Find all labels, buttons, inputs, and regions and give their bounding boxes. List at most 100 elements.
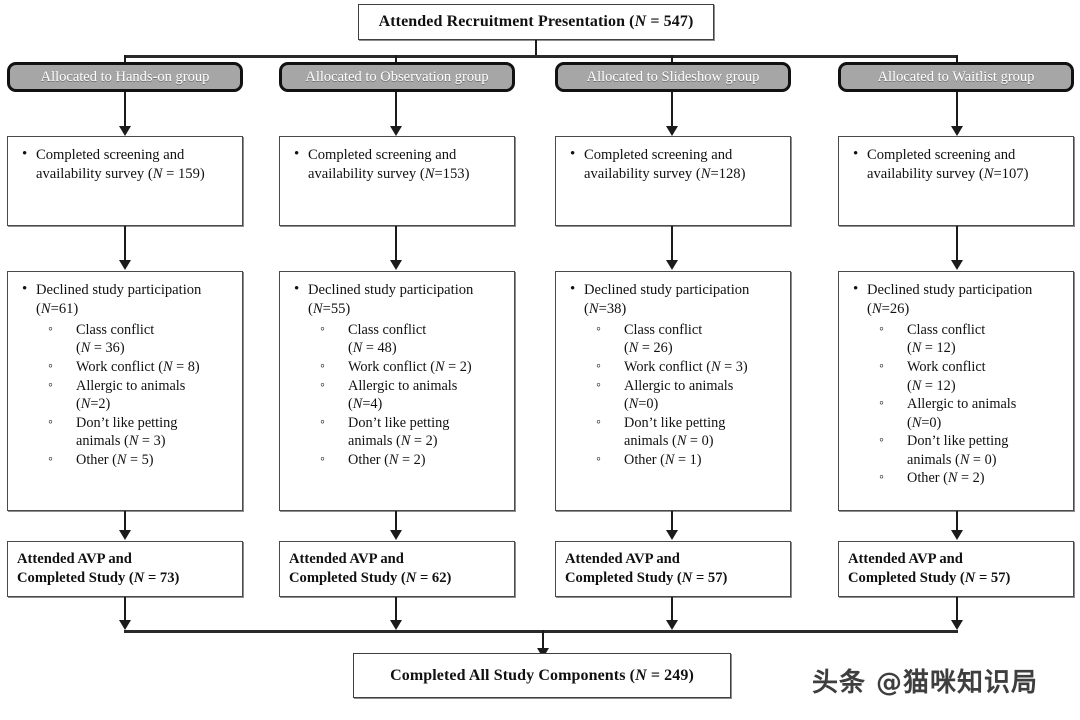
arrow-line-col1-to-collector (124, 597, 126, 623)
list-item: Completed screening and availability sur… (20, 145, 232, 185)
node-completed-slideshow: Attended AVP and Completed Study (N = 57… (555, 541, 791, 597)
connector-drop-col1 (124, 55, 126, 63)
arrow-head-col2-to-completed (390, 530, 402, 540)
arrow-head-col1-to-declined (119, 260, 131, 270)
arrow-head-col1-to-screening (119, 126, 131, 136)
list-item: Declined study participation (N=61) (20, 280, 232, 320)
reason-item: Other (N = 2) (320, 451, 504, 470)
reason-text: Other (N = 2) (348, 451, 426, 468)
node-completed-waitlist: Attended AVP and Completed Study (N = 57… (838, 541, 1074, 597)
arrow-line-col3-to-completed (671, 511, 673, 535)
arrow-head-col2-to-screening (390, 126, 402, 136)
completed-text: Attended AVP and Completed Study (N = 57… (839, 542, 1073, 589)
node-declined-observation: Declined study participation (N=55) Clas… (279, 271, 515, 511)
reason-count: (N=2) (76, 396, 111, 413)
completed-line-1: Attended AVP and (289, 551, 404, 567)
group-header-hands-on: Allocated to Hands-on group (7, 62, 243, 92)
connector-title-stem (535, 40, 537, 56)
arrow-head-col3-to-screening (666, 126, 678, 136)
arrow-line-col2-to-declined (395, 226, 397, 264)
watermark-text: 头条 @猫咪知识局 (812, 668, 1039, 698)
bullet-list: Declined study participation (N=38) Clas… (556, 272, 790, 475)
node-screening-observation: Completed screening and availability sur… (279, 136, 515, 226)
node-declined-waitlist: Declined study participation (N=26) Clas… (838, 271, 1074, 511)
reason-count: animals (N = 0) (907, 451, 997, 468)
declined-line-1: Declined study participation (867, 282, 1033, 298)
reason-item: Class conflict (N = 36) (48, 321, 232, 358)
bullet-list: Completed screening and availability sur… (280, 137, 514, 192)
arrow-line-col3-to-declined (671, 226, 673, 264)
arrow-head-col4-to-collector (951, 620, 963, 630)
bullet-list: Completed screening and availability sur… (556, 137, 790, 192)
list-item: Completed screening and availability sur… (568, 145, 780, 185)
reason-count: (N = 12) (907, 340, 956, 357)
node-completed-observation: Attended AVP and Completed Study (N = 62… (279, 541, 515, 597)
completed-line-1: Attended AVP and (17, 551, 132, 567)
node-screening-hands-on: Completed screening and availability sur… (7, 136, 243, 226)
completed-line-2: Completed Study (N = 73) (17, 570, 180, 587)
arrow-line-col4-to-completed (956, 511, 958, 535)
arrow-line-col2-to-collector (395, 597, 397, 623)
completed-line-2: Completed Study (N = 57) (565, 570, 728, 587)
bullet-list: Declined study participation (N=55) Clas… (280, 272, 514, 475)
connector-drop-col2 (395, 55, 397, 63)
arrow-line-col4-to-collector (956, 597, 958, 623)
screening-line-1: Completed screening and (36, 147, 185, 163)
reason-text: Allergic to animals (76, 377, 186, 394)
reason-count: (N = 12) (907, 377, 956, 394)
declined-line-1: Declined study participation (36, 282, 202, 298)
reason-item: Other (N = 5) (48, 451, 232, 470)
reason-sublist: Class conflict (N = 26) Work conflict (N… (596, 321, 780, 470)
declined-line-2: (N=38) (584, 301, 627, 318)
arrow-head-col1-to-collector (119, 620, 131, 630)
group-header-observation: Allocated to Observation group (279, 62, 515, 92)
node-label: Attended Recruitment Presentation (N = 5… (378, 13, 694, 30)
reason-text: Work conflict (N = 2) (348, 358, 472, 375)
reason-text: Don’t like petting (624, 414, 726, 431)
node-declined-slideshow: Declined study participation (N=38) Clas… (555, 271, 791, 511)
arrow-line-col4-to-screening (956, 92, 958, 128)
reason-count: animals (N = 3) (76, 433, 166, 450)
reason-count: (N=0) (907, 414, 942, 431)
declined-line-1: Declined study participation (584, 282, 750, 298)
reason-text: Allergic to animals (624, 377, 734, 394)
reason-item: Work conflict (N = 2) (320, 358, 504, 377)
node-declined-hands-on: Declined study participation (N=61) Clas… (7, 271, 243, 511)
reason-item: Don’t like petting animals (N = 3) (48, 414, 232, 451)
node-screening-slideshow: Completed screening and availability sur… (555, 136, 791, 226)
arrow-head-col4-to-completed (951, 530, 963, 540)
arrow-line-col3-to-collector (671, 597, 673, 623)
bullet-list: Declined study participation (N=26) Clas… (839, 272, 1073, 494)
reason-item: Other (N = 1) (596, 451, 780, 470)
arrow-head-col3-to-completed (666, 530, 678, 540)
connector-drop-col4 (956, 55, 958, 63)
reason-item: Allergic to animals (N=0) (596, 377, 780, 414)
reason-count: (N = 48) (348, 340, 397, 357)
reason-text: Don’t like petting (76, 414, 178, 431)
reason-count: animals (N = 2) (348, 433, 438, 450)
arrow-line-col2-to-completed (395, 511, 397, 535)
bullet-list: Completed screening and availability sur… (839, 137, 1073, 192)
completed-line-1: Attended AVP and (848, 551, 963, 567)
screening-line-2: availability survey (N=107) (867, 166, 1029, 183)
reason-text: Allergic to animals (348, 377, 458, 394)
screening-line-1: Completed screening and (867, 147, 1016, 163)
reason-item: Work conflict (N = 3) (596, 358, 780, 377)
declined-line-2: (N=26) (867, 301, 910, 318)
bullet-list: Declined study participation (N=61) Clas… (8, 272, 242, 475)
reason-text: Don’t like petting (348, 414, 450, 431)
reason-item: Class conflict (N = 12) (879, 321, 1063, 358)
reason-text: Other (N = 5) (76, 451, 154, 468)
node-attended-recruitment-presentation: Attended Recruitment Presentation (N = 5… (358, 4, 714, 40)
screening-line-1: Completed screening and (584, 147, 733, 163)
group-header-waitlist: Allocated to Waitlist group (838, 62, 1074, 92)
node-screening-waitlist: Completed screening and availability sur… (838, 136, 1074, 226)
reason-text: Class conflict (76, 321, 155, 338)
arrow-line-col4-to-declined (956, 226, 958, 264)
screening-line-2: availability survey (N=153) (308, 166, 470, 183)
connector-distributor-bar (124, 55, 958, 58)
list-item: Completed screening and availability sur… (292, 145, 504, 185)
reason-text: Don’t like petting (907, 433, 1009, 450)
group-header-label: Allocated to Hands-on group (40, 68, 210, 85)
arrow-head-col3-to-declined (666, 260, 678, 270)
